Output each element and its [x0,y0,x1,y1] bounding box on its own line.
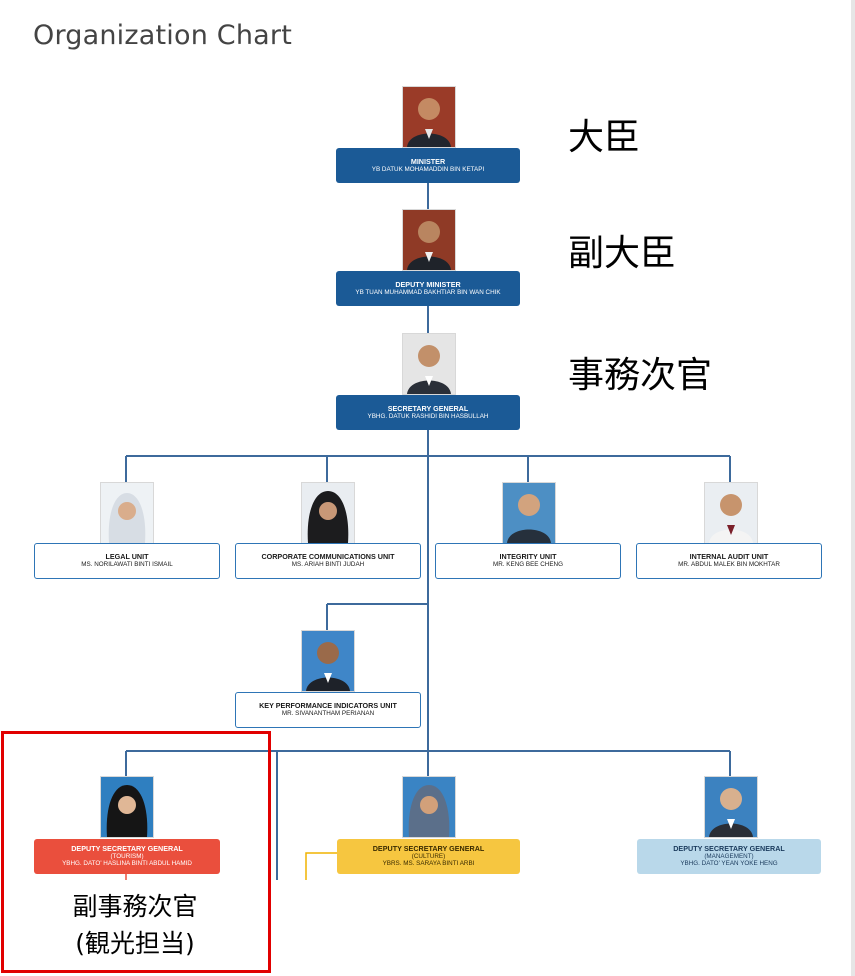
secretary-general-title: SECRETARY GENERAL [387,403,469,413]
corporate-communications-unit-title: CORPORATE COMMUNICATIONS UNIT [261,552,395,562]
dsg-culture-name: YBRS. MS. SARAYA BINTI ARBI [382,860,475,868]
corporate-communications-unit-photo [301,482,355,544]
dsg-culture-title: DEPUTY SECRETARY GENERAL [372,843,485,853]
integrity-unit-photo [502,482,556,544]
corporate-communications-unit-name: MS. ARIAH BINTI JUDAH [291,561,365,568]
legal-unit-name: MS. NORILAWATI BINTI ISMAIL [81,561,173,568]
deputy-minister-photo [402,209,456,271]
deputy-minister-box: DEPUTY MINISTER YB TUAN MUHAMMAD BAKHTIA… [336,271,520,306]
dsg-tourism-box: DEPUTY SECRETARY GENERAL (TOURISM) YBHG.… [34,839,220,874]
internal-audit-unit-name: MR. ABDUL MALEK BIN MOKHTAR [678,561,780,568]
dsg-culture-photo [402,776,456,838]
dsg-culture-box: DEPUTY SECRETARY GENERAL (CULTURE) YBRS.… [337,839,520,874]
internal-audit-unit-title: INTERNAL AUDIT UNIT [689,552,769,562]
kpi-unit-box: KEY PERFORMANCE INDICATORS UNIT MR. SIVA… [235,692,421,728]
dsg-tourism-title: DEPUTY SECRETARY GENERAL [71,843,183,853]
tourism-highlight-frame [1,731,271,973]
minister-name: YB DATUK MOHAMADDIN BIN KETAPI [371,165,485,173]
minister-jp-label: 大臣 [568,117,641,158]
deputy-minister-jp-label: 副大臣 [568,233,677,274]
minister-box: MINISTER YB DATUK MOHAMADDIN BIN KETAPI [336,148,520,183]
dsg-tourism-photo [100,776,154,838]
tourism-jp-annotation-line2: (観光担当) [75,929,195,958]
culture-subline [305,852,337,880]
dsg-management-division: (MANAGEMENT) [704,852,754,860]
dsg-tourism-name: YBHG. DATO' HASLINA BINTI ABDUL HAMID [62,860,192,868]
legal-unit-photo [100,482,154,544]
integrity-unit-name: MR. KENG BEE CHENG [493,561,563,568]
legal-unit-box: LEGAL UNIT MS. NORILAWATI BINTI ISMAIL [34,543,220,579]
deputy-minister-title: DEPUTY MINISTER [395,279,461,289]
internal-audit-unit-photo [704,482,758,544]
dsg-management-name: YBHG. DATO' YEAN YOKE HENG [680,860,778,868]
integrity-unit-box: INTEGRITY UNIT MR. KENG BEE CHENG [435,543,621,579]
minister-photo [402,86,456,148]
page-title: Organization Chart [33,20,292,51]
secretary-general-box: SECRETARY GENERAL YBHG. DATUK RASHIDI BI… [336,395,520,430]
dsg-management-photo [704,776,758,838]
deputy-minister-name: YB TUAN MUHAMMAD BAKHTIAR BIN WAN CHIK [355,288,501,296]
dsg-management-title: DEPUTY SECRETARY GENERAL [673,843,785,853]
page-edge [851,0,855,976]
corporate-communications-unit-box: CORPORATE COMMUNICATIONS UNIT MS. ARIAH … [235,543,421,579]
dsg-management-box: DEPUTY SECRETARY GENERAL (MANAGEMENT) YB… [637,839,821,874]
integrity-unit-title: INTEGRITY UNIT [499,552,557,562]
kpi-unit-photo [301,630,355,692]
secretary-general-name: YBHG. DATUK RASHIDI BIN HASBULLAH [367,412,489,420]
dsg-tourism-division: (TOURISM) [110,852,144,860]
secretary-general-photo [402,333,456,395]
tourism-jp-annotation: 副事務次官 (観光担当) [30,888,240,962]
kpi-unit-title: KEY PERFORMANCE INDICATORS UNIT [259,701,397,711]
kpi-unit-name: MR. SIVANANTHAM PERIANAN [281,710,375,717]
minister-title: MINISTER [410,156,446,166]
legal-unit-title: LEGAL UNIT [105,552,149,562]
internal-audit-unit-box: INTERNAL AUDIT UNIT MR. ABDUL MALEK BIN … [636,543,822,579]
secretary-general-jp-label: 事務次官 [568,355,713,396]
dsg-culture-division: (CULTURE) [411,852,446,860]
tourism-jp-annotation-line1: 副事務次官 [72,892,198,921]
